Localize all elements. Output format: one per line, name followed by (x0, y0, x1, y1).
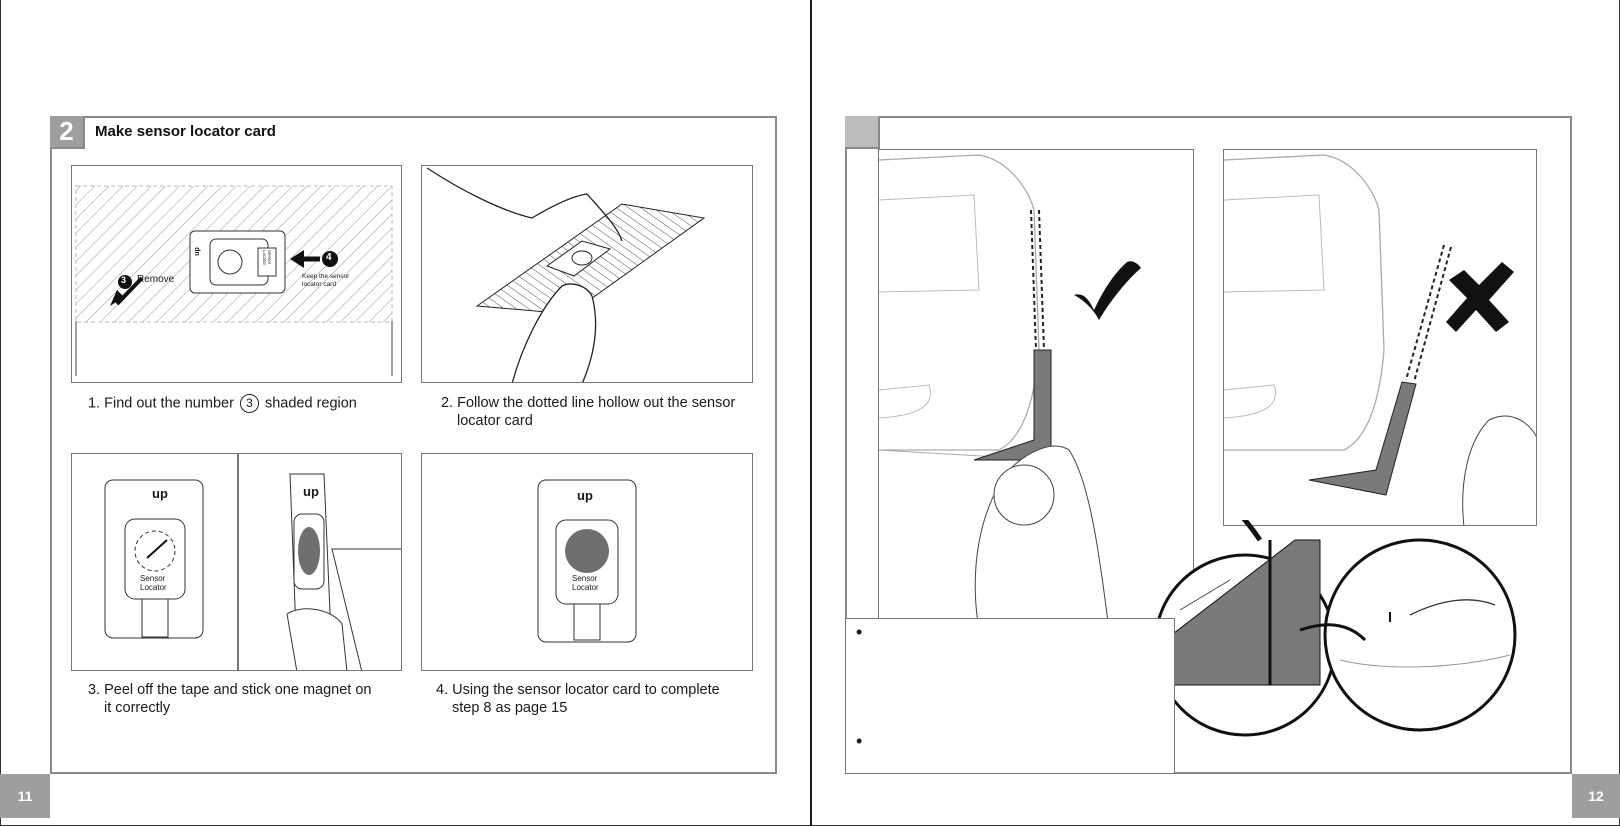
wrong-cross-mark (1446, 262, 1514, 332)
card3a-locator-label: Locator (140, 583, 167, 592)
caption-1-text-post: shaded region (265, 395, 357, 411)
card-sensor-label: Sensor Locator (262, 250, 272, 268)
caption-step-1: 1. Find out the number 3 shaded region (88, 394, 408, 413)
card4-locator-label: Locator (572, 583, 599, 592)
caption-2-line1: Follow the dotted line hollow out the se… (457, 395, 735, 411)
keep-step-number: 4 (326, 252, 332, 263)
finished-card-illustration (422, 454, 753, 671)
notes-box (845, 618, 1175, 774)
caption-1-text-pre: Find out the number (104, 395, 234, 411)
caption-4-line2: step 8 as page 15 (436, 699, 766, 717)
card4-sensor-label: Sensor (572, 574, 597, 583)
panel-use-card: up Sensor Locator (421, 453, 753, 671)
panel-correct-alignment (878, 149, 1194, 629)
circled-number-3: 3 (240, 394, 259, 413)
remove-label: Remove (137, 274, 174, 285)
car-correct-illustration (879, 150, 1194, 629)
remove-step-number: 3 (121, 275, 126, 285)
note-bullet-1 (856, 622, 862, 643)
page-edge-left (0, 0, 1, 826)
book-spine (810, 0, 812, 826)
card3a-sensor-label: Sensor (140, 574, 165, 583)
caption-3-line1: Peel off the tape and stick one magnet o… (104, 682, 371, 698)
zoom-detail-illustration (1150, 520, 1570, 760)
caption-2-line2: locator card (441, 412, 761, 430)
card4-up-label: up (577, 488, 593, 503)
card3b-up-label: up (303, 484, 319, 499)
panel-find-shaded-region: 3 Remove 4 Keep the sensor locator card … (71, 165, 402, 383)
caption-4-line1: Using the sensor locator card to complet… (452, 682, 720, 698)
caption-3-line2: it correctly (88, 699, 418, 717)
note-bullet-2 (856, 731, 862, 752)
panel-divider (237, 454, 239, 671)
hands-cutting-illustration (422, 166, 753, 383)
caption-step-3: 3. Peel off the tape and stick one magne… (88, 681, 418, 717)
page-number-right: 12 (1572, 774, 1620, 818)
caption-3-number: 3. (88, 682, 100, 698)
section-title: Make sensor locator card (95, 123, 276, 140)
panel-hollow-out-card (421, 165, 753, 383)
caption-1-number: 1. (88, 395, 100, 411)
correct-check-mark (1074, 261, 1141, 320)
section-number-badge: 2 (50, 116, 85, 149)
caption-step-4: 4. Using the sensor locator card to comp… (436, 681, 766, 717)
keep-label-line1: Keep the sensor (302, 273, 349, 280)
card-up-label: up (194, 247, 201, 256)
caption-2-number: 2. (441, 395, 453, 411)
page-number-left: 11 (0, 774, 50, 818)
keep-label-line2: locator card (302, 281, 336, 288)
section-number-badge-right (845, 116, 880, 149)
caption-step-2: 2. Follow the dotted line hollow out the… (441, 394, 761, 430)
card3a-up-label: up (152, 486, 168, 501)
panel-stick-magnet: up Sensor Locator up (71, 453, 402, 671)
caption-4-number: 4. (436, 682, 448, 698)
car-wrong-illustration (1224, 150, 1537, 526)
panel-wrong-alignment (1223, 149, 1537, 526)
